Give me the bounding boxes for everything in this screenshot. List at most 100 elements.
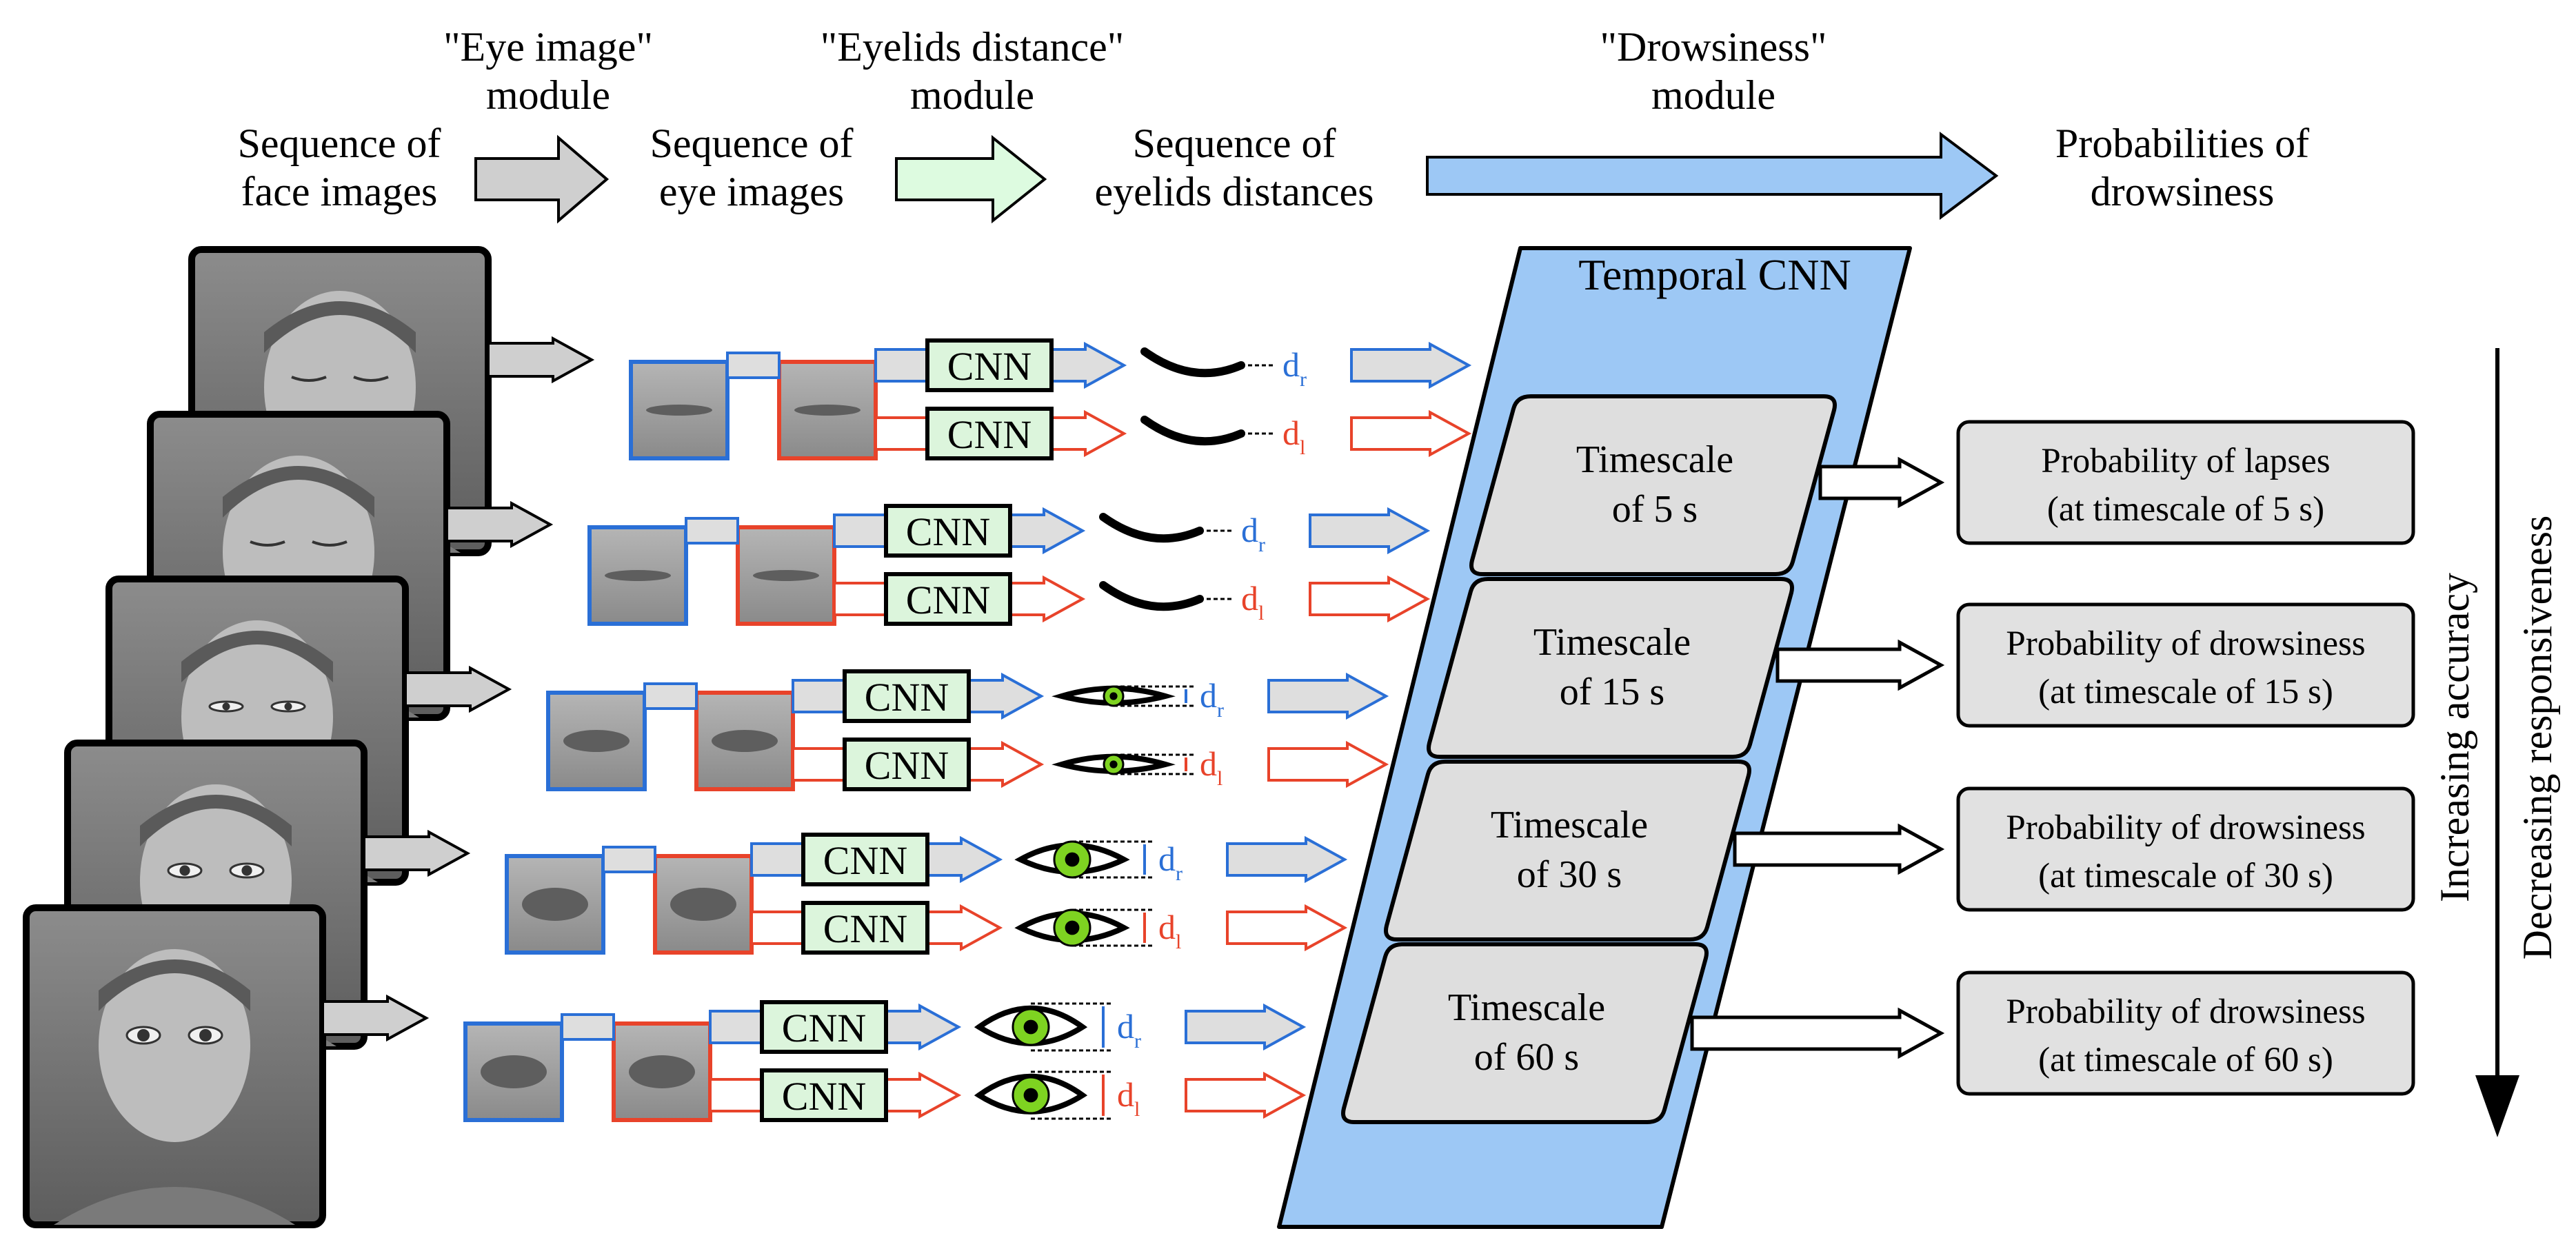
face-to-eye-arrow (404, 665, 512, 713)
timescale-shape (1427, 577, 1794, 759)
cnn-label: CNN (906, 509, 990, 554)
eye-module-arrow (474, 134, 610, 224)
left-distance-label: dl (1158, 908, 1181, 953)
header: "Eye image" module "Eyelids distance" mo… (238, 24, 2309, 224)
right-eye-detail (563, 730, 630, 752)
closed-eyelid-glyph (1099, 581, 1204, 611)
left-eye-detail (712, 730, 778, 752)
eye-seq-label: Sequence of (650, 121, 854, 166)
left-distance-arrow (1267, 740, 1389, 789)
closed-eye-mark (250, 540, 285, 547)
eye-module-label-line2: module (486, 72, 610, 118)
cnn-box (884, 504, 1012, 558)
left-eye-detail (629, 1055, 695, 1088)
timescale-duration: of 5 s (1612, 488, 1698, 531)
output-title: Probability of drowsiness (2006, 808, 2365, 847)
cnn-box (760, 1000, 888, 1054)
timescale-shape (1384, 760, 1751, 942)
right-distance-label: dr (1117, 1007, 1141, 1052)
output-title: Probability of drowsiness (2006, 624, 2365, 663)
cnn-label: CNN (865, 743, 949, 788)
cnn-label: CNN (947, 344, 1032, 389)
left-eye-detail (794, 405, 861, 416)
timescale-duration: of 15 s (1560, 671, 1664, 713)
timescale-shape (1341, 942, 1709, 1124)
cnn-box (801, 833, 929, 886)
output-panel (1956, 970, 2415, 1096)
right-distance-label: dr (1200, 676, 1224, 722)
cnn-box (884, 572, 1012, 626)
closed-eye-mark (291, 376, 327, 382)
cnn-label: CNN (782, 1074, 866, 1119)
output-box: Probability of drowsiness(at timescale o… (1775, 602, 2415, 728)
lid-seq-label-line2: eyelids distances (1095, 169, 1374, 214)
left-eye-detail (753, 570, 819, 581)
left-distance-label: dl (1241, 579, 1264, 624)
cnn-label: CNN (865, 675, 949, 720)
cnn-box (801, 901, 929, 955)
eyelid-module-label: "Eyelids distance" (821, 24, 1125, 70)
cnn-box (925, 407, 1054, 460)
eyelid-module-arrow (895, 134, 1047, 224)
output-panel (1956, 420, 2415, 545)
right-distance-arrow (1309, 507, 1431, 555)
cnn-label: CNN (823, 906, 907, 951)
prob-label-line2: drowsiness (2091, 169, 2275, 214)
pupil-mark (1109, 692, 1118, 700)
right-eye-detail (605, 570, 671, 581)
prob-label: Probabilities of (2055, 121, 2309, 166)
cnn-box (843, 669, 971, 723)
face-to-eye-arrow (487, 336, 595, 384)
right-eye-detail (522, 888, 588, 921)
timescale-to-output-arrow (1775, 639, 1945, 691)
right-eye-connector (561, 1013, 615, 1041)
temporal-cnn-title: Temporal CNN (1578, 250, 1851, 299)
cnn-label: CNN (947, 412, 1032, 457)
timescale-label: Timescale (1448, 986, 1605, 1029)
timescale-to-output-arrow (1818, 456, 1945, 509)
left-distance-label: dl (1117, 1075, 1140, 1121)
cnn-box (843, 738, 971, 791)
right-distance-label: dr (1282, 345, 1307, 391)
left-distance-arrow (1185, 1071, 1307, 1119)
face-to-eye-arrow (321, 994, 430, 1042)
timescale-to-output-arrow (1690, 1007, 1945, 1059)
timescale-duration: of 30 s (1517, 853, 1622, 896)
output-panel (1956, 602, 2415, 728)
hair-shape (140, 795, 292, 846)
pupil-mark (241, 865, 252, 876)
cnn-label: CNN (906, 578, 990, 622)
output-box: Probability of lapses(at timescale of 5 … (1818, 420, 2415, 545)
eye-module-label: "Eye image" (443, 24, 653, 70)
pupil-mark (1065, 920, 1080, 935)
pupil-mark (222, 702, 230, 711)
output-box: Probability of drowsiness(at timescale o… (1690, 970, 2415, 1096)
output-box: Probability of drowsiness (at timescale o… (1733, 786, 2415, 912)
decreasing-responsiveness-label: Decreasing responsiveness (2515, 516, 2560, 960)
right-eye-detail (646, 405, 712, 416)
eyelid-module-label-line2: module (910, 72, 1034, 118)
closed-eye-mark (353, 376, 389, 382)
right-distance-arrow (1267, 672, 1389, 720)
hair-shape (223, 466, 374, 518)
shoulders-shape (54, 1187, 295, 1225)
face-image (23, 904, 430, 1228)
pupil-mark (1065, 852, 1080, 867)
output-timescale: (at timescale of 30 s) (2038, 857, 2333, 895)
axis-arrowhead (2475, 1075, 2519, 1137)
right-distance-arrow (1185, 1003, 1307, 1051)
output-title: Probability of lapses (2041, 442, 2330, 480)
output-title: Probability of drowsiness (2006, 993, 2365, 1031)
increasing-accuracy-label: Increasing accuracy (2432, 573, 2477, 902)
pupil-mark (179, 865, 190, 876)
left-distance-label: dl (1200, 744, 1222, 790)
eye-seq-label-line2: eye images (659, 169, 844, 214)
right-eye-connector (643, 682, 698, 710)
